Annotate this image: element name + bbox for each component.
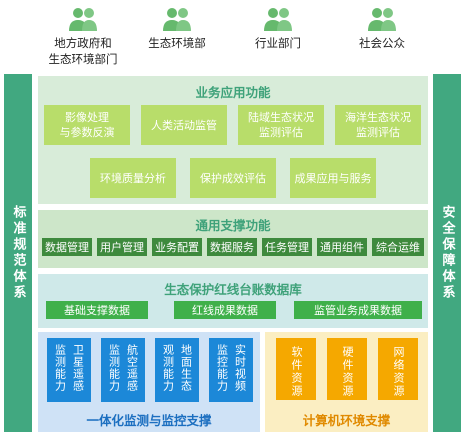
user-label-line2: 生态环境部门 (48, 52, 118, 66)
security-system-bar: 安全保障体系 (433, 74, 461, 432)
common-item-data-service: 数据服务 (207, 238, 257, 256)
database-item-redline-results: 红线成果数据 (174, 301, 276, 319)
business-box-results-service: 成果应用与服务 (290, 158, 376, 198)
user-local-government: 地方政府和 生态环境部门 (38, 6, 128, 67)
user-public: 社会公众 (344, 6, 420, 51)
business-section: 业务应用功能 影像处理与参数反演 人类活动监管 陆域生态状况监测评估 海洋生态状… (38, 76, 428, 204)
monitoring-section: 监测能力卫星遥感 监测能力航空遥感 观测能力地面生态 监控能力实时视频 一体化监… (38, 332, 260, 432)
user-industry: 行业部门 (240, 6, 316, 51)
business-box-land-ecology: 陆域生态状况监测评估 (238, 105, 324, 145)
common-item-common-components: 通用组件 (317, 238, 367, 256)
database-item-supervision-results: 监管业务成果数据 (294, 301, 422, 319)
common-item-business-config: 业务配置 (152, 238, 202, 256)
database-item-basic-data: 基础支撑数据 (46, 301, 148, 319)
computing-box-software: 软件资源 (276, 338, 316, 400)
common-item-operations: 综合运维 (372, 238, 424, 256)
user-ministry: 生态环境部 (136, 6, 218, 51)
user-icon (368, 8, 396, 31)
business-title: 业务应用功能 (195, 85, 271, 100)
computing-section: 软件资源 硬件资源 网络资源 计算机环境支撑 (265, 332, 428, 432)
common-support-section: 通用支撑功能 数据管理 用户管理 业务配置 数据服务 任务管理 通用组件 综合运… (38, 210, 428, 268)
business-box-ocean-ecology: 海洋生态状况监测评估 (335, 105, 421, 145)
computing-box-network: 网络资源 (378, 338, 418, 400)
standards-system-bar: 标准规范体系 (4, 74, 32, 432)
user-label-line1: 生态环境部 (148, 36, 206, 50)
common-item-user-management: 用户管理 (97, 238, 147, 256)
security-system-label: 安全保障体系 (439, 205, 455, 301)
monitoring-box-aerial: 监测能力航空遥感 (101, 338, 145, 402)
business-box-environment-quality: 环境质量分析 (90, 158, 176, 198)
common-support-title: 通用支撑功能 (195, 218, 271, 233)
database-section: 生态保护红线台账数据库 基础支撑数据 红线成果数据 监管业务成果数据 (38, 274, 428, 328)
monitoring-title: 一体化监测与监控支撑 (86, 413, 212, 428)
database-title: 生态保护红线台账数据库 (164, 282, 302, 297)
user-icon (264, 8, 292, 31)
common-item-task-management: 任务管理 (262, 238, 312, 256)
monitoring-box-satellite: 监测能力卫星遥感 (47, 338, 91, 402)
user-icon (163, 8, 191, 31)
business-box-human-activity: 人类活动监管 (141, 105, 227, 145)
user-icon (69, 8, 97, 31)
monitoring-box-video: 监控能力实时视频 (209, 338, 253, 402)
user-label-line1: 行业部门 (255, 36, 301, 50)
computing-title: 计算机环境支撑 (302, 413, 391, 428)
business-box-image-processing: 影像处理与参数反演 (44, 105, 130, 145)
user-label-line1: 社会公众 (359, 36, 405, 50)
user-label-line1: 地方政府和 (54, 36, 112, 50)
common-item-data-management: 数据管理 (42, 238, 92, 256)
computing-box-hardware: 硬件资源 (327, 338, 367, 400)
business-box-protection-evaluation: 保护成效评估 (190, 158, 276, 198)
monitoring-box-ground: 观测能力地面生态 (155, 338, 199, 402)
standards-system-label: 标准规范体系 (10, 205, 26, 301)
